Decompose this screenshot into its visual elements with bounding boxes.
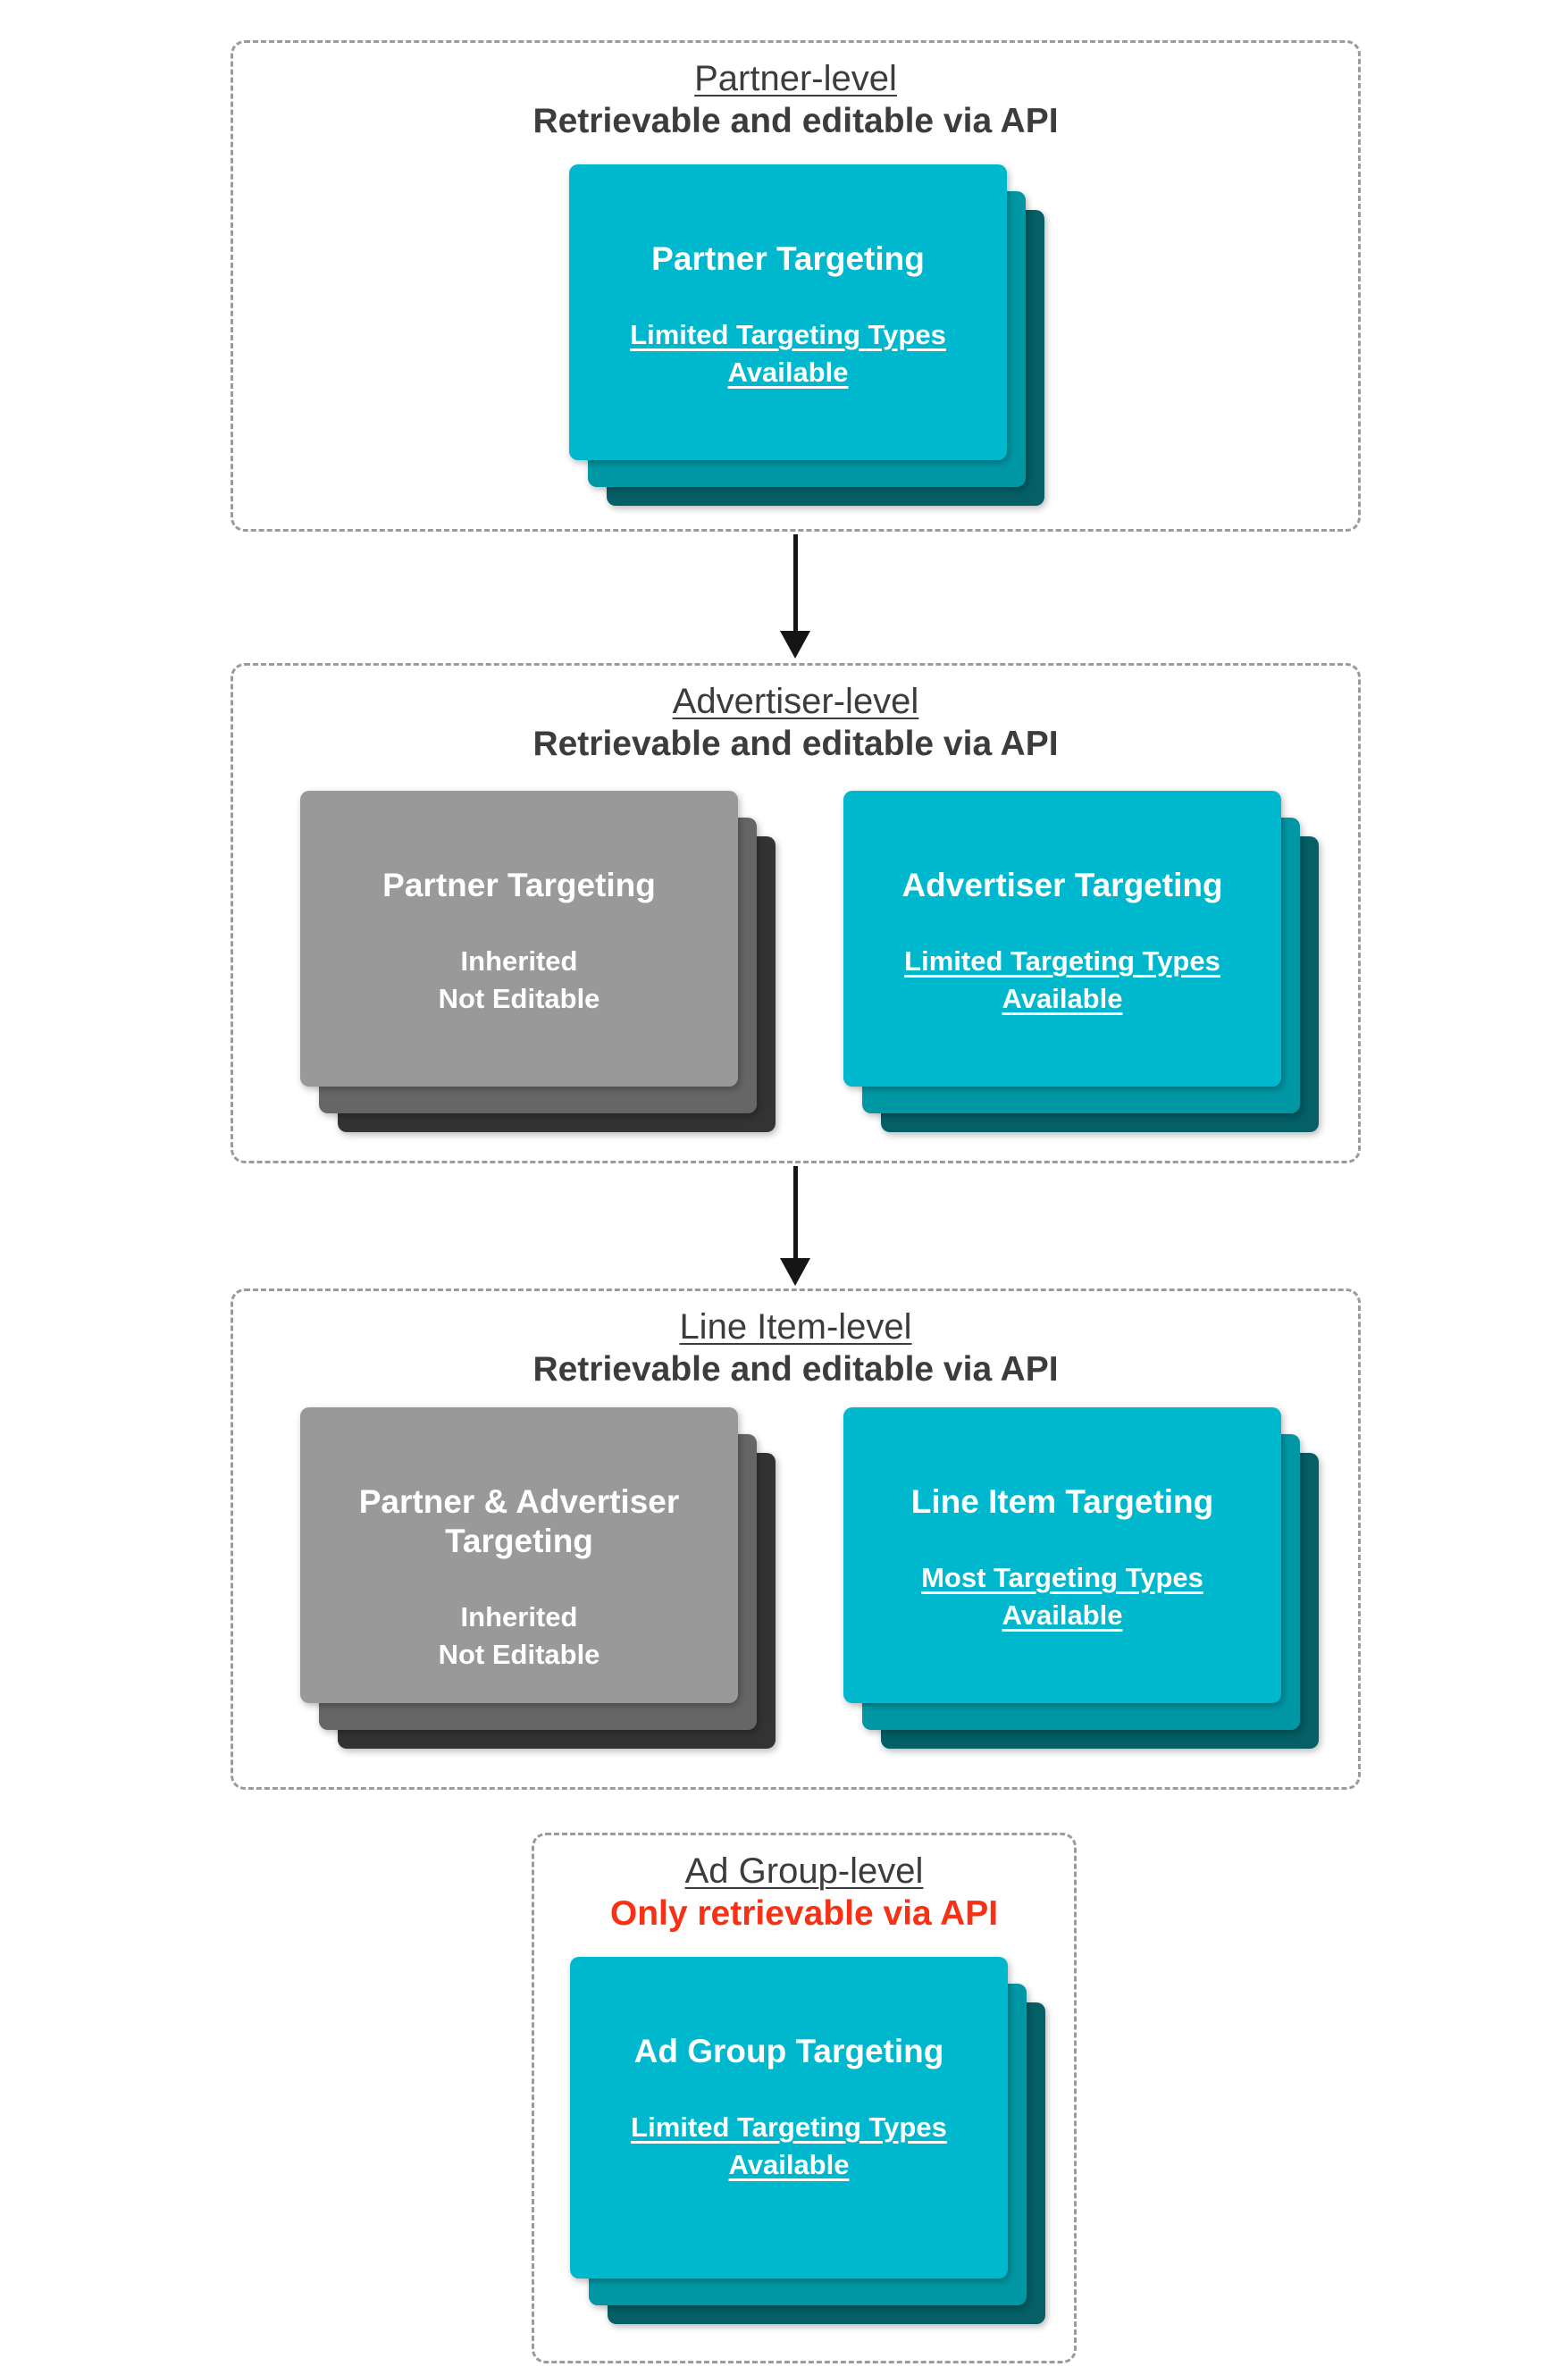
level-subtitle: Retrievable and editable via API <box>532 1350 1059 1389</box>
card-stack-partner-targeting-inherited: Partner Targeting Inherited Not Editable <box>300 791 776 1132</box>
card-subtitle-line: Limited Targeting Types <box>630 319 946 350</box>
card-subtitle-line: Available <box>727 357 849 388</box>
card-subtitle-line: Available <box>1002 1599 1123 1631</box>
card-stack-line-item-targeting: Line Item Targeting Most Targeting Types… <box>843 1407 1319 1749</box>
arrow-down-icon <box>780 631 810 659</box>
card-subtitle: Inherited Not Editable <box>439 1599 600 1674</box>
level-subtitle: Retrievable and editable via API <box>532 102 1059 140</box>
card-stack-partner-targeting: Partner Targeting Limited Targeting Type… <box>569 164 1044 506</box>
card-subtitle: Most Targeting Types Available <box>921 1559 1203 1634</box>
level-title: Line Item-level <box>679 1307 912 1347</box>
card-stack-ad-group-targeting: Ad Group Targeting Limited Targeting Typ… <box>570 1957 1045 2324</box>
card-line-item-targeting: Line Item Targeting Most Targeting Types… <box>843 1407 1281 1703</box>
card-title: Partner & Advertiser Targeting <box>358 1483 680 1559</box>
card-subtitle: Inherited Not Editable <box>439 943 600 1018</box>
card-title: Ad Group Targeting <box>633 2033 944 2069</box>
card-title: Partner Targeting <box>651 240 925 277</box>
arrow-down-icon <box>793 534 798 633</box>
card-subtitle-line: Inherited <box>460 945 578 977</box>
card-title: Advertiser Targeting <box>901 867 1223 903</box>
card-subtitle-line: Available <box>1002 983 1123 1014</box>
card-subtitle-line: Most Targeting Types <box>921 1562 1203 1593</box>
section-line-item-level: Line Item-level Retrievable and editable… <box>231 1288 1361 1790</box>
card-subtitle-line: Not Editable <box>438 983 600 1014</box>
card-advertiser-targeting: Advertiser Targeting Limited Targeting T… <box>843 791 1281 1087</box>
card-stack-partner-advertiser-targeting: Partner & Advertiser Targeting Inherited… <box>300 1407 776 1749</box>
card-partner-advertiser-targeting: Partner & Advertiser Targeting Inherited… <box>300 1407 738 1703</box>
card-subtitle: Limited Targeting Types Available <box>631 2109 947 2184</box>
section-ad-group-level: Ad Group-level Only retrievable via API … <box>532 1833 1077 2363</box>
card-subtitle-line: Limited Targeting Types <box>904 945 1220 977</box>
card-ad-group-targeting: Ad Group Targeting Limited Targeting Typ… <box>570 1957 1008 2279</box>
level-title: Ad Group-level <box>684 1851 924 1891</box>
level-title: Advertiser-level <box>672 682 919 721</box>
arrow-down-icon <box>793 1166 798 1260</box>
card-subtitle-line: Available <box>728 2149 850 2180</box>
card-title: Partner Targeting <box>382 867 656 903</box>
card-subtitle-line: Not Editable <box>438 1639 600 1670</box>
card-title: Line Item Targeting <box>910 1483 1214 1520</box>
arrow-down-icon <box>780 1258 810 1286</box>
level-title: Partner-level <box>694 59 897 98</box>
card-partner-targeting-inherited: Partner Targeting Inherited Not Editable <box>300 791 738 1087</box>
card-partner-targeting: Partner Targeting Limited Targeting Type… <box>569 164 1007 460</box>
card-stack-advertiser-targeting: Advertiser Targeting Limited Targeting T… <box>843 791 1319 1132</box>
card-subtitle: Limited Targeting Types Available <box>904 943 1220 1018</box>
level-subtitle: Only retrievable via API <box>609 1894 999 1933</box>
section-advertiser-level: Advertiser-level Retrievable and editabl… <box>231 663 1361 1163</box>
level-subtitle: Retrievable and editable via API <box>532 725 1059 763</box>
section-partner-level: Partner-level Retrievable and editable v… <box>231 40 1361 532</box>
card-subtitle-line: Inherited <box>460 1601 578 1633</box>
card-subtitle: Limited Targeting Types Available <box>630 316 946 391</box>
card-subtitle-line: Limited Targeting Types <box>631 2111 947 2143</box>
